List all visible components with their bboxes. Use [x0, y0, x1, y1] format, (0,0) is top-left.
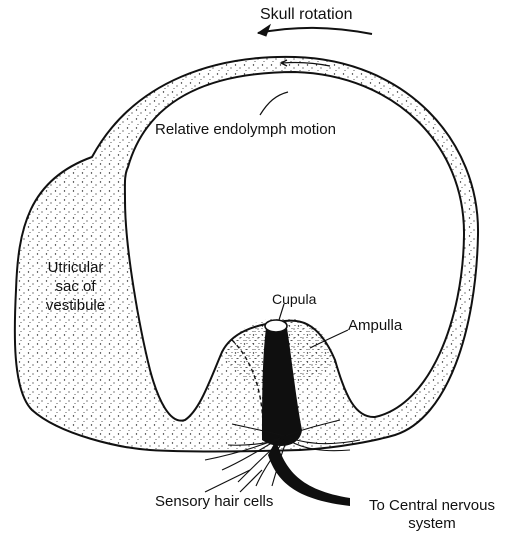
utricular-line-3: vestibule — [28, 296, 123, 315]
to-cns-line-1: To Central nervous — [357, 497, 507, 515]
skull-rotation-label: Skull rotation — [260, 6, 353, 23]
skull-rotation-arrow — [258, 25, 372, 36]
utricular-line-2: sac of — [28, 277, 123, 296]
relative-endolymph-label: Relative endolymph motion — [155, 121, 336, 138]
ampulla-label: Ampulla — [348, 317, 402, 334]
to-cns-line-2: system — [357, 515, 507, 533]
to-cns-label: To Central nervous system — [357, 497, 507, 533]
utricular-line-1: Utricular — [28, 258, 123, 277]
cupula-tip — [265, 320, 287, 332]
utricular-sac-label: Utricular sac of vestibule — [28, 258, 123, 315]
sensory-hair-cells-label: Sensory hair cells — [155, 493, 273, 510]
cupula-label: Cupula — [272, 291, 316, 308]
